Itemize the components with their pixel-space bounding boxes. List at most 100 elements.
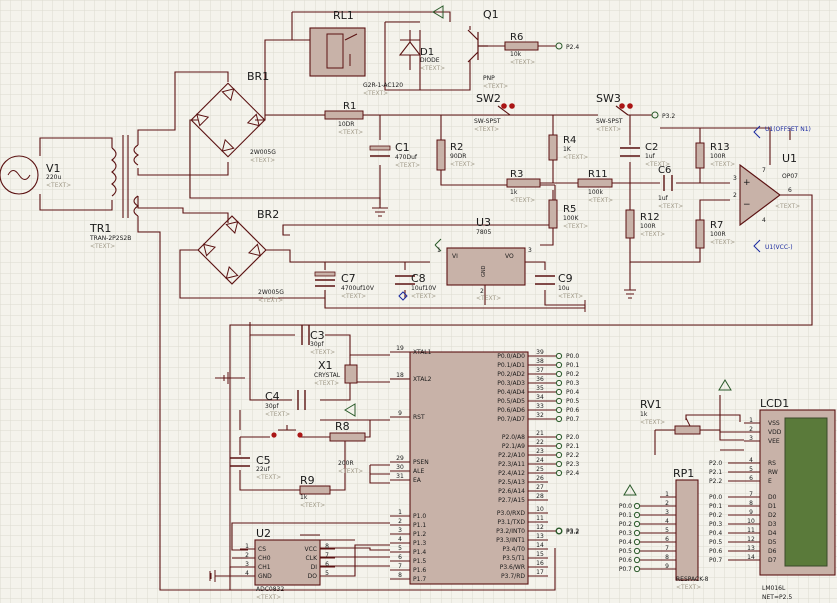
r7-value: 100R xyxy=(710,231,726,238)
rp1-body xyxy=(675,479,699,581)
rl1-ref: RL1 xyxy=(333,9,354,22)
adc-pin-name: DI xyxy=(311,564,318,571)
tr1-secondary1 xyxy=(133,144,140,166)
x1-ref: X1 xyxy=(318,359,333,372)
sw2-text: <TEXT> xyxy=(474,126,499,133)
net-label: P0.5 xyxy=(619,548,632,555)
c5-value: 22uf xyxy=(256,466,270,473)
u1-value: OP07 xyxy=(782,173,798,180)
r9-text: <TEXT> xyxy=(300,502,325,509)
mcu-pin-name: P1.3 xyxy=(413,540,426,547)
c3-capacitor xyxy=(301,325,310,345)
wire xyxy=(255,39,310,121)
r11-ref: R11 xyxy=(588,169,608,180)
br1-value: 2W005G xyxy=(250,149,276,156)
q1-transistor xyxy=(467,29,488,63)
net-label: P0.1 xyxy=(566,362,579,369)
adc-pin-name: GND xyxy=(258,573,272,580)
mcu-pin-name: P3.7/RD xyxy=(501,573,525,580)
lcd-pin-num: 2 xyxy=(749,426,753,433)
c9-ref: C9 xyxy=(558,272,573,285)
c7-capacitor xyxy=(314,271,336,287)
adc-pin-num: 2 xyxy=(245,552,249,559)
sw3-value: SW-SPST xyxy=(596,118,623,125)
net-label: P2.0 xyxy=(709,460,722,467)
c1-value: 470Duf xyxy=(395,154,418,161)
wire xyxy=(685,414,741,422)
lcd-pin-name: D5 xyxy=(768,539,777,546)
lcd-pin-num: 8 xyxy=(749,500,753,507)
mcu-pin-name: P3.4/T0 xyxy=(502,546,525,553)
adc-pin-num: 4 xyxy=(245,570,249,577)
rst-pushbutton xyxy=(278,425,296,431)
br1-ref: BR1 xyxy=(247,70,269,83)
r7-ref: R7 xyxy=(710,220,723,231)
u1-opamp xyxy=(739,163,781,227)
c2-capacitor xyxy=(620,147,640,157)
r1-ref: R1 xyxy=(343,101,356,112)
v1-ref: V1 xyxy=(46,162,61,175)
adc-pin-num: 3 xyxy=(245,561,249,568)
mcu-pin-num: 6 xyxy=(398,554,402,561)
terminal xyxy=(633,529,641,537)
rl1-body xyxy=(309,27,366,77)
mcu-pin-name: P3.0/RXD xyxy=(497,510,525,517)
terminal xyxy=(633,556,641,564)
rp-pin-num: 5 xyxy=(665,527,669,534)
mcu-pin-num: 1 xyxy=(398,509,402,516)
power-arrow xyxy=(432,5,444,19)
wire xyxy=(700,127,771,165)
adc-pin-name: DO xyxy=(308,573,318,580)
v1-text: <TEXT> xyxy=(46,182,71,189)
mcu-body xyxy=(409,351,529,585)
br1-text: <TEXT> xyxy=(250,157,275,164)
adc-pin-num: 5 xyxy=(325,570,329,577)
r3-body xyxy=(506,178,541,188)
adc-body xyxy=(254,539,321,586)
lcd1-value: LM016L xyxy=(762,585,786,592)
respack-pins: 12P0.03P0.14P0.25P0.36P0.47P0.58P0.69P0.… xyxy=(619,491,676,573)
c8-ref: C8 xyxy=(411,272,426,285)
wire xyxy=(265,249,326,270)
net-label: P0.4 xyxy=(709,530,722,537)
terminal xyxy=(633,565,641,573)
net-label: P2.1 xyxy=(566,443,579,450)
lcd-pin-num: 4 xyxy=(749,457,753,464)
r13-body xyxy=(695,142,705,169)
br2-text: <TEXT> xyxy=(258,297,283,304)
mcu-pin-name: P3.3/INT1 xyxy=(496,537,525,544)
mcu-pin-name: EA xyxy=(413,477,422,484)
mcu-pin-num: 4 xyxy=(398,536,402,543)
u3-pin-vo: VO xyxy=(505,253,514,260)
u3-pin-1: 1 xyxy=(437,247,441,254)
r6-value: 10k xyxy=(510,51,522,58)
lcd-pin-num: 10 xyxy=(747,518,755,525)
lcd-pin-name: D0 xyxy=(768,494,777,501)
wire xyxy=(320,544,390,577)
c4-value: 30pf xyxy=(265,403,279,410)
net-label: P0.5 xyxy=(709,539,722,546)
wire xyxy=(249,335,390,401)
sw2-ref: SW2 xyxy=(476,92,501,105)
c4-capacitor xyxy=(297,390,306,410)
mcu-pin-name: P1.6 xyxy=(413,567,426,574)
tr1-value: TRAN-2P2S2B xyxy=(89,235,131,242)
r5-value: 100K xyxy=(563,215,579,222)
net-label: P0.1 xyxy=(619,512,632,519)
tr1-primary xyxy=(111,147,117,197)
mcu-pin-name: P2.3/A11 xyxy=(498,461,525,468)
br2-value: 2W005G xyxy=(258,289,284,296)
mcu-pin-num: 36 xyxy=(536,376,544,383)
r12-ref: R12 xyxy=(640,212,660,223)
probe-marker xyxy=(398,291,408,301)
wire xyxy=(405,261,585,306)
mcu-pin-num: 19 xyxy=(396,345,404,352)
u3-body xyxy=(446,247,526,286)
mcu-pin-name: P3.1/TXD xyxy=(497,519,525,526)
lcd-pin-name: RS xyxy=(768,460,776,467)
sw3-contact xyxy=(627,103,633,109)
c1-text: <TEXT> xyxy=(395,162,420,169)
net-label: P0.6 xyxy=(566,407,579,414)
r8-text: <TEXT> xyxy=(338,468,363,475)
r5-ref: R5 xyxy=(563,204,576,215)
